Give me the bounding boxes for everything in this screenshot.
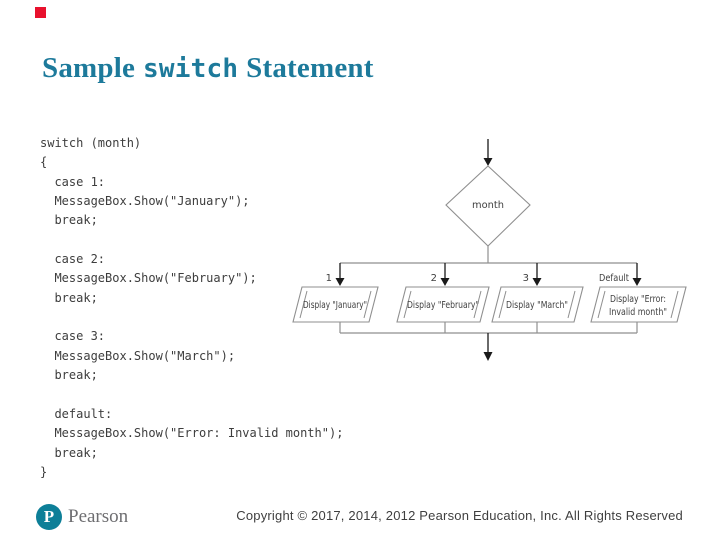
arrow-down-icon <box>632 278 642 286</box>
title-suffix: Statement <box>246 52 374 84</box>
arrow-down-icon <box>335 278 345 286</box>
branch3-label: 3 <box>523 273 529 284</box>
display-text-march: Display "March" <box>506 300 568 311</box>
title-keyword: switch <box>143 54 239 84</box>
branch-default-label: Default <box>599 273 629 284</box>
display-text-february: Display "February" <box>407 300 479 311</box>
display-box-january <box>292 286 379 323</box>
box-right-slash <box>473 290 482 319</box>
branch1-label: 1 <box>326 273 332 284</box>
logo-letter: P <box>43 507 55 526</box>
box-left-slash <box>597 290 606 319</box>
display-box-error <box>590 286 687 323</box>
arrow-down-icon <box>532 278 542 286</box>
branch2-label: 2 <box>431 273 437 284</box>
arrow-down-icon <box>483 158 493 166</box>
box-right-slash <box>363 290 372 319</box>
pearson-logo-icon: P <box>36 504 62 530</box>
arrow-down-icon <box>483 352 493 361</box>
arrow-down-icon <box>440 278 450 286</box>
box-right-slash <box>670 290 679 319</box>
pearson-wordmark: Pearson <box>68 506 129 527</box>
display-text-january: Display "January" <box>303 300 367 311</box>
decision-label: month <box>472 200 504 211</box>
copyright-text: Copyright © 2017, 2014, 2012 Pearson Edu… <box>236 508 683 523</box>
display-box-february <box>396 286 490 323</box>
box-right-slash <box>567 290 576 319</box>
code-block: switch (month) { case 1: MessageBox.Show… <box>40 136 344 479</box>
red-marker-icon <box>35 7 46 18</box>
display-box-march <box>491 286 584 323</box>
title-prefix: Sample <box>42 52 136 84</box>
display-text-error-line1: Display "Error: <box>610 294 666 305</box>
box-left-slash <box>299 290 308 319</box>
display-text-error-line2: Invalid month" <box>609 307 667 318</box>
box-left-slash <box>498 290 507 319</box>
pearson-logo: P Pearson <box>36 504 128 530</box>
box-left-slash <box>403 290 412 319</box>
